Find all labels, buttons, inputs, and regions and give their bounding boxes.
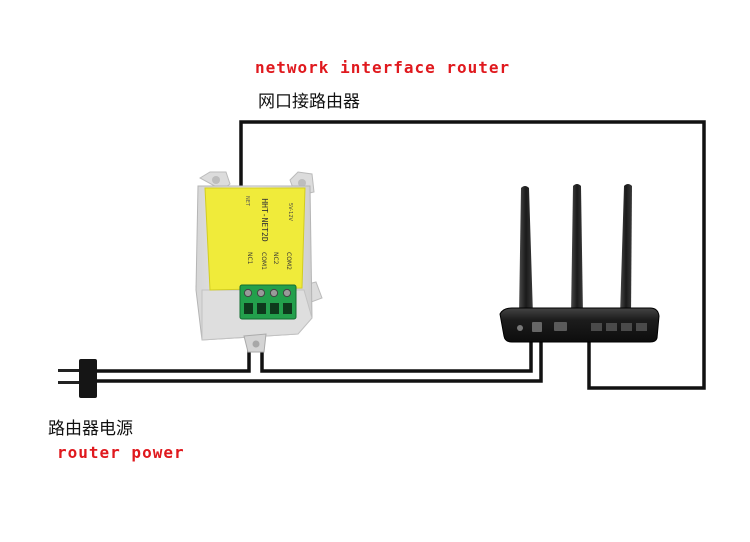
terminal-label-com2: COM2 [285, 252, 292, 270]
router-power-label-zh: 路由器电源 [48, 419, 133, 439]
power-wire-lower [97, 340, 543, 383]
terminal-label-com1: COM1 [260, 252, 267, 270]
network-interface-label-en: network interface router [255, 58, 511, 77]
module-net-label: NET [244, 196, 250, 207]
wifi-router-icon [499, 184, 660, 343]
module-model-label: HHT-NET2D [260, 198, 269, 242]
module-power-label: 5V-12V [287, 203, 293, 221]
terminal-label-nc1: NC1 [246, 252, 253, 265]
power-plug-icon [58, 359, 97, 398]
relay-module-icon: HHT-NET2D NET 5V-12V NC1 COM1 NC2 COM2 [195, 171, 323, 353]
router-power-label-en: router power [57, 443, 185, 462]
terminal-label-nc2: NC2 [272, 252, 279, 265]
network-interface-label-zh: 网口接路由器 [258, 92, 360, 112]
network-cable [239, 120, 706, 390]
